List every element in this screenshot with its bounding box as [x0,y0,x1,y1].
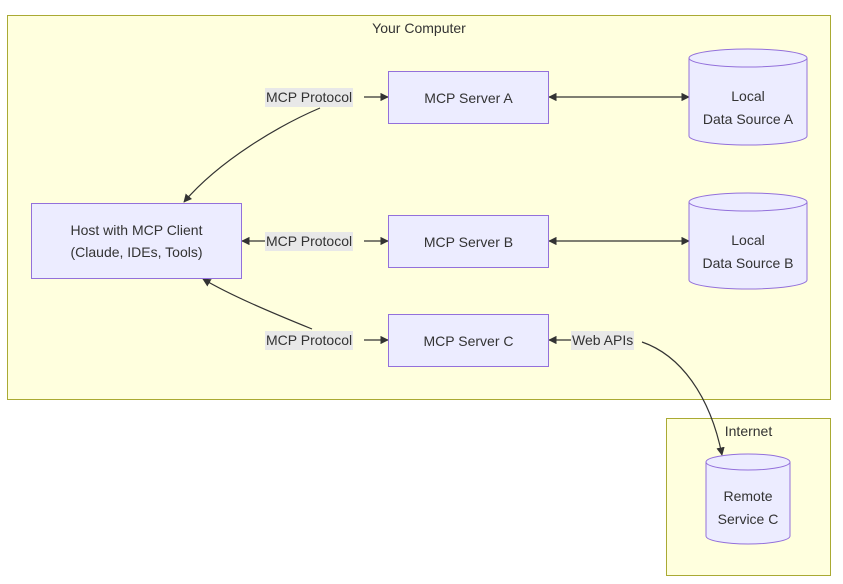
source-a-label-line1: Local [731,88,765,104]
edge-label-web-apis: Web APIs [571,331,635,350]
source-b-label-line2: Data Source B [702,255,794,271]
database-cylinder-remote-c [705,453,791,545]
host-label-line1: Host with MCP Client [70,222,203,238]
source-b-label: Local Data Source B [689,229,807,275]
node-mcp-server-b: MCP Server B [388,215,549,268]
database-cylinder-source-b [688,192,808,290]
group-title-internet: Internet [724,423,773,439]
database-cylinder-source-a [688,48,808,146]
group-title-your-computer: Your Computer [372,20,466,36]
server-c-label: MCP Server C [423,332,514,349]
source-b-label-line1: Local [731,232,765,248]
remote-c-label-line2: Service C [717,511,779,527]
edge-label-mcp-protocol-a: MCP Protocol [265,88,354,107]
node-mcp-server-c: MCP Server C [388,314,549,367]
edge-label-mcp-protocol-b: MCP Protocol [265,232,354,251]
source-a-label: Local Data Source A [689,85,807,131]
host-label-line2: (Claude, IDEs, Tools) [70,244,203,260]
edge-web-apis-to-remote-curve [641,341,725,456]
edge-label-mcp-protocol-c: MCP Protocol [265,331,354,350]
remote-c-label-line1: Remote [723,488,773,504]
edge-host-to-server-c-curve [202,278,313,330]
node-host-with-mcp-client: Host with MCP Client (Claude, IDEs, Tool… [31,203,242,279]
source-a-label-line2: Data Source A [702,111,794,127]
server-a-label: MCP Server A [424,89,513,106]
remote-c-label: Remote Service C [706,485,790,531]
group-internet: Internet [666,418,831,576]
node-mcp-server-a: MCP Server A [388,71,549,124]
edge-host-to-server-a-curve [183,107,321,203]
server-b-label: MCP Server B [423,233,514,250]
